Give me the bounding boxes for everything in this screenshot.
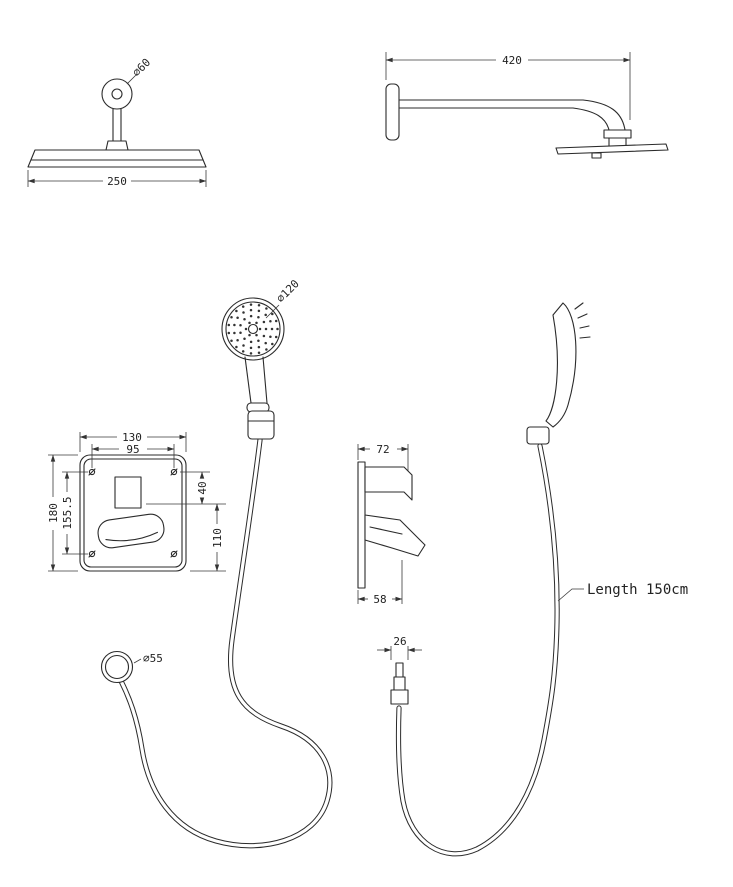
valve-plate-outer bbox=[79, 454, 187, 572]
hose-fitting-body bbox=[393, 676, 406, 691]
fitting-width-label: 26 bbox=[393, 635, 406, 648]
handshower-face-inner bbox=[225, 301, 281, 357]
overhead-shower-side-view: 420 bbox=[385, 52, 669, 159]
handshower-face-outer bbox=[221, 297, 285, 361]
valve-plate-inner bbox=[83, 458, 183, 568]
ceiling-connector-inner bbox=[111, 88, 123, 100]
valve-side-width-label: 58 bbox=[373, 593, 386, 606]
lower-offset-label: 110 bbox=[211, 528, 224, 548]
spray-ticks bbox=[574, 302, 591, 339]
head-nozzle-nub bbox=[591, 152, 602, 159]
handshower-holder bbox=[247, 410, 275, 440]
handshower-side-assembly: 26 Length 150cm bbox=[377, 302, 688, 857]
hose-nut-outer bbox=[100, 650, 134, 684]
overhead-connector-diameter-label: ⌀60 bbox=[130, 56, 153, 79]
hose-fitting-nut bbox=[390, 689, 409, 705]
shower-hose-left-inner bbox=[119, 438, 332, 848]
handshower-center-ring bbox=[247, 323, 259, 335]
hose-nut-diameter-label: ⌀55 bbox=[143, 652, 163, 665]
wall-plate-side bbox=[357, 461, 366, 589]
valve-handle-side bbox=[364, 514, 426, 557]
handshower-diameter-label: ⌀120 bbox=[274, 277, 302, 305]
shower-head-front bbox=[27, 149, 207, 168]
handle-cone-left bbox=[244, 356, 252, 404]
head-connector-nut bbox=[608, 137, 627, 147]
handshower-holder-side bbox=[526, 426, 550, 445]
nut-leader-line bbox=[133, 658, 142, 664]
hose-nut-inner bbox=[104, 654, 130, 680]
head-connector-collar bbox=[603, 129, 632, 139]
diameter-leader-line bbox=[265, 304, 280, 319]
spray-nozzle-dots bbox=[227, 303, 279, 355]
wall-flange bbox=[385, 83, 400, 141]
valve-height-label: 180 bbox=[47, 503, 60, 523]
length-leader-line bbox=[557, 588, 584, 602]
valve-body-side bbox=[364, 466, 413, 501]
valve-width-label: 130 bbox=[122, 431, 142, 444]
valve-front-view: 130 95 180 155.5 40 110 bbox=[47, 431, 226, 572]
screw-spacing-v-label: 155.5 bbox=[61, 496, 74, 529]
shower-hose-right bbox=[395, 443, 560, 857]
valve-handle-front bbox=[97, 513, 165, 549]
arm-elbow-outer bbox=[582, 99, 626, 131]
stem-collar bbox=[105, 140, 129, 151]
diverter-window bbox=[114, 476, 142, 509]
mounting-screws bbox=[88, 468, 178, 558]
handle-cone-right bbox=[262, 356, 268, 404]
upper-offset-label: 40 bbox=[196, 481, 209, 494]
hose-fitting-tube bbox=[395, 662, 404, 678]
ceiling-connector-outline bbox=[101, 78, 133, 110]
shower-hose-right-inner bbox=[396, 444, 559, 856]
shower-head-side-profile bbox=[555, 143, 669, 155]
overhead-head-width-label: 250 bbox=[107, 175, 127, 188]
hose-length-label: Length 150cm bbox=[587, 582, 688, 598]
arm-length-label: 420 bbox=[502, 54, 522, 67]
arm-elbow-inner bbox=[572, 107, 610, 131]
valve-depth-label: 72 bbox=[376, 443, 389, 456]
screw-spacing-h-label: 95 bbox=[126, 443, 139, 456]
overhead-shower-front-view: ⌀60 250 bbox=[27, 56, 207, 188]
handshower-side-profile bbox=[545, 302, 577, 428]
diameter-leader-line bbox=[126, 74, 137, 85]
handle-detail-line bbox=[369, 526, 403, 535]
valve-side-view: 72 58 bbox=[357, 443, 426, 606]
